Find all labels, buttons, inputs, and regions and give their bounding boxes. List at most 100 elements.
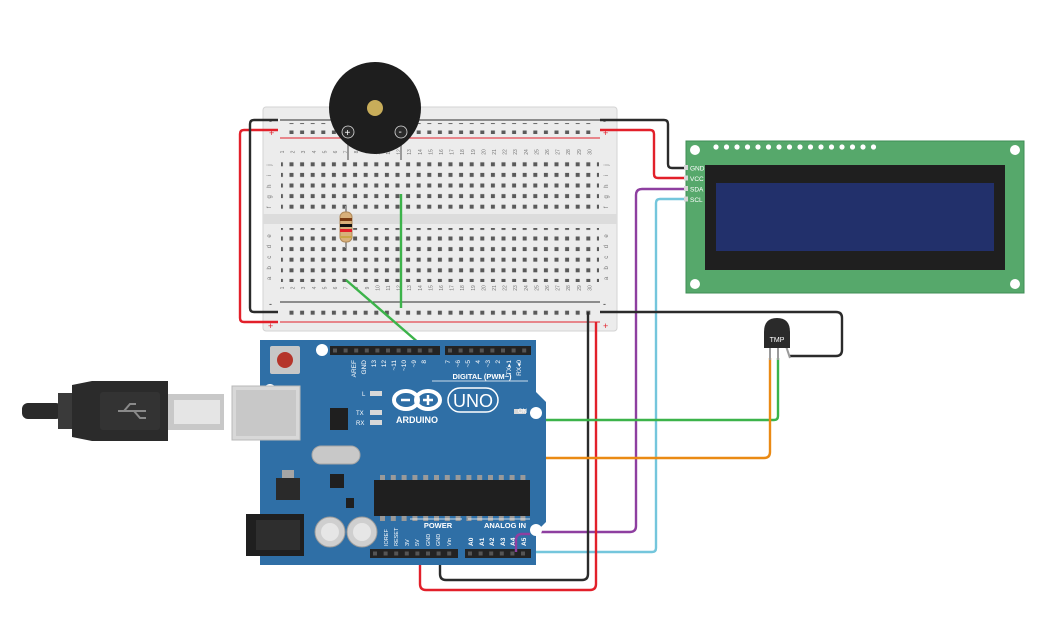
analog-pin-label: A4 — [510, 537, 517, 546]
column-number: 10 — [375, 285, 381, 291]
column-number: 27 — [556, 149, 562, 155]
header-hole — [364, 348, 369, 353]
chip-legs — [380, 475, 526, 521]
temperature-sensor[interactable]: TMP — [764, 318, 791, 360]
header-hole — [448, 348, 452, 353]
lcd-header-pin — [849, 144, 856, 150]
column-number: 23 — [513, 149, 519, 155]
wire-black-arduino-gnd[interactable] — [438, 312, 590, 582]
column-number: 19 — [471, 285, 477, 291]
header-hole — [428, 348, 433, 353]
cable-strain-relief — [22, 403, 62, 419]
digital-pin-label: AREF — [351, 360, 358, 377]
buzzer-plus-label: + — [345, 128, 351, 139]
analog-pin-label: A2 — [489, 537, 496, 546]
l-led — [370, 391, 382, 396]
analog-pin-label: A1 — [479, 537, 486, 546]
wire-red-left-rail[interactable] — [238, 128, 278, 324]
digital-pin-label: ~3 — [485, 360, 492, 368]
wire-black-left-rail[interactable] — [248, 118, 278, 314]
power-pin-label: GND — [426, 534, 432, 546]
column-number: 2 — [291, 286, 297, 289]
piezo-buzzer[interactable]: + - — [329, 62, 421, 160]
power-pin-label: IOREF — [384, 529, 390, 546]
lcd-header-pin — [765, 144, 772, 150]
wire-cyan-scl[interactable] — [522, 197, 686, 554]
row-letter: e — [267, 234, 273, 238]
row-letter: b — [604, 265, 610, 269]
small-chip — [346, 498, 354, 508]
chip-leg — [477, 516, 483, 521]
column-number: 1 — [280, 150, 286, 153]
lcd-header-pin — [744, 144, 751, 150]
usb-cable[interactable] — [22, 381, 224, 441]
row-letter: g — [604, 195, 610, 198]
wire-purple-sda[interactable] — [530, 187, 686, 534]
lcd-pin — [684, 175, 688, 181]
resistor-band — [340, 229, 352, 232]
chip-leg — [444, 516, 450, 521]
wire-black-lcd-gnd[interactable] — [600, 118, 686, 170]
column-number: 13 — [407, 285, 413, 291]
mount-hole — [1010, 145, 1020, 155]
mount-hole — [690, 145, 700, 155]
lcd-screen — [716, 183, 994, 251]
wire-green-pin9[interactable] — [345, 279, 421, 345]
row-letter: h — [604, 185, 610, 188]
usb-metal-inner — [174, 400, 220, 424]
wire-black-tmp-gnd[interactable] — [600, 310, 844, 358]
wire-red-lcd-vcc[interactable] — [600, 128, 686, 180]
column-number: 26 — [545, 285, 551, 291]
digital-pin-label: ~9 — [411, 360, 418, 368]
analog-header — [465, 549, 531, 558]
row-letter: b — [267, 265, 273, 269]
reset-button-cap[interactable] — [277, 352, 293, 368]
header-hole — [373, 551, 377, 556]
header-hole — [333, 348, 337, 353]
model-label: UNO — [453, 391, 493, 411]
header-hole — [521, 551, 525, 556]
lcd-header-pin — [828, 144, 835, 150]
digital-pin-label: 13 — [371, 360, 378, 368]
wire-purple-end — [514, 532, 530, 552]
resistor-band — [340, 224, 352, 227]
chip-leg — [466, 516, 472, 521]
chip-leg — [488, 475, 493, 480]
header-holes — [333, 348, 527, 556]
row-letter: j — [267, 164, 273, 166]
chip-leg — [401, 475, 407, 480]
digital-pin-label: ~5 — [465, 360, 472, 368]
column-number: 19 — [471, 149, 477, 155]
column-number: 21 — [492, 149, 498, 155]
chip-leg — [390, 516, 396, 521]
crystal — [311, 445, 361, 465]
header-hole — [478, 551, 483, 556]
lcd-header-pin — [818, 144, 824, 150]
header-hole — [469, 348, 474, 353]
mount-hole — [530, 407, 542, 419]
header-hole — [490, 348, 495, 353]
resistor[interactable] — [339, 206, 353, 248]
lcd-header-pin — [723, 144, 730, 150]
terminal-holes-top — [281, 158, 599, 212]
column-number: 11 — [386, 285, 392, 290]
usb-b-jack-inner — [236, 390, 296, 436]
row-letter: j — [604, 164, 610, 166]
wire-red-arduino-5v[interactable] — [418, 322, 598, 592]
column-number: 13 — [407, 149, 413, 155]
header-hole — [426, 551, 430, 556]
chip-leg — [434, 516, 439, 521]
column-number: 6 — [333, 150, 339, 153]
capacitor-top — [353, 523, 371, 541]
row-letter: i — [604, 175, 610, 176]
usb-icon — [118, 403, 146, 419]
header-hole — [396, 348, 401, 353]
column-number: 5 — [322, 150, 328, 153]
lcd-header-pin — [797, 144, 803, 150]
chip-leg — [455, 516, 461, 521]
column-number: 12 — [397, 285, 403, 291]
lcd-header-pin — [713, 144, 719, 150]
